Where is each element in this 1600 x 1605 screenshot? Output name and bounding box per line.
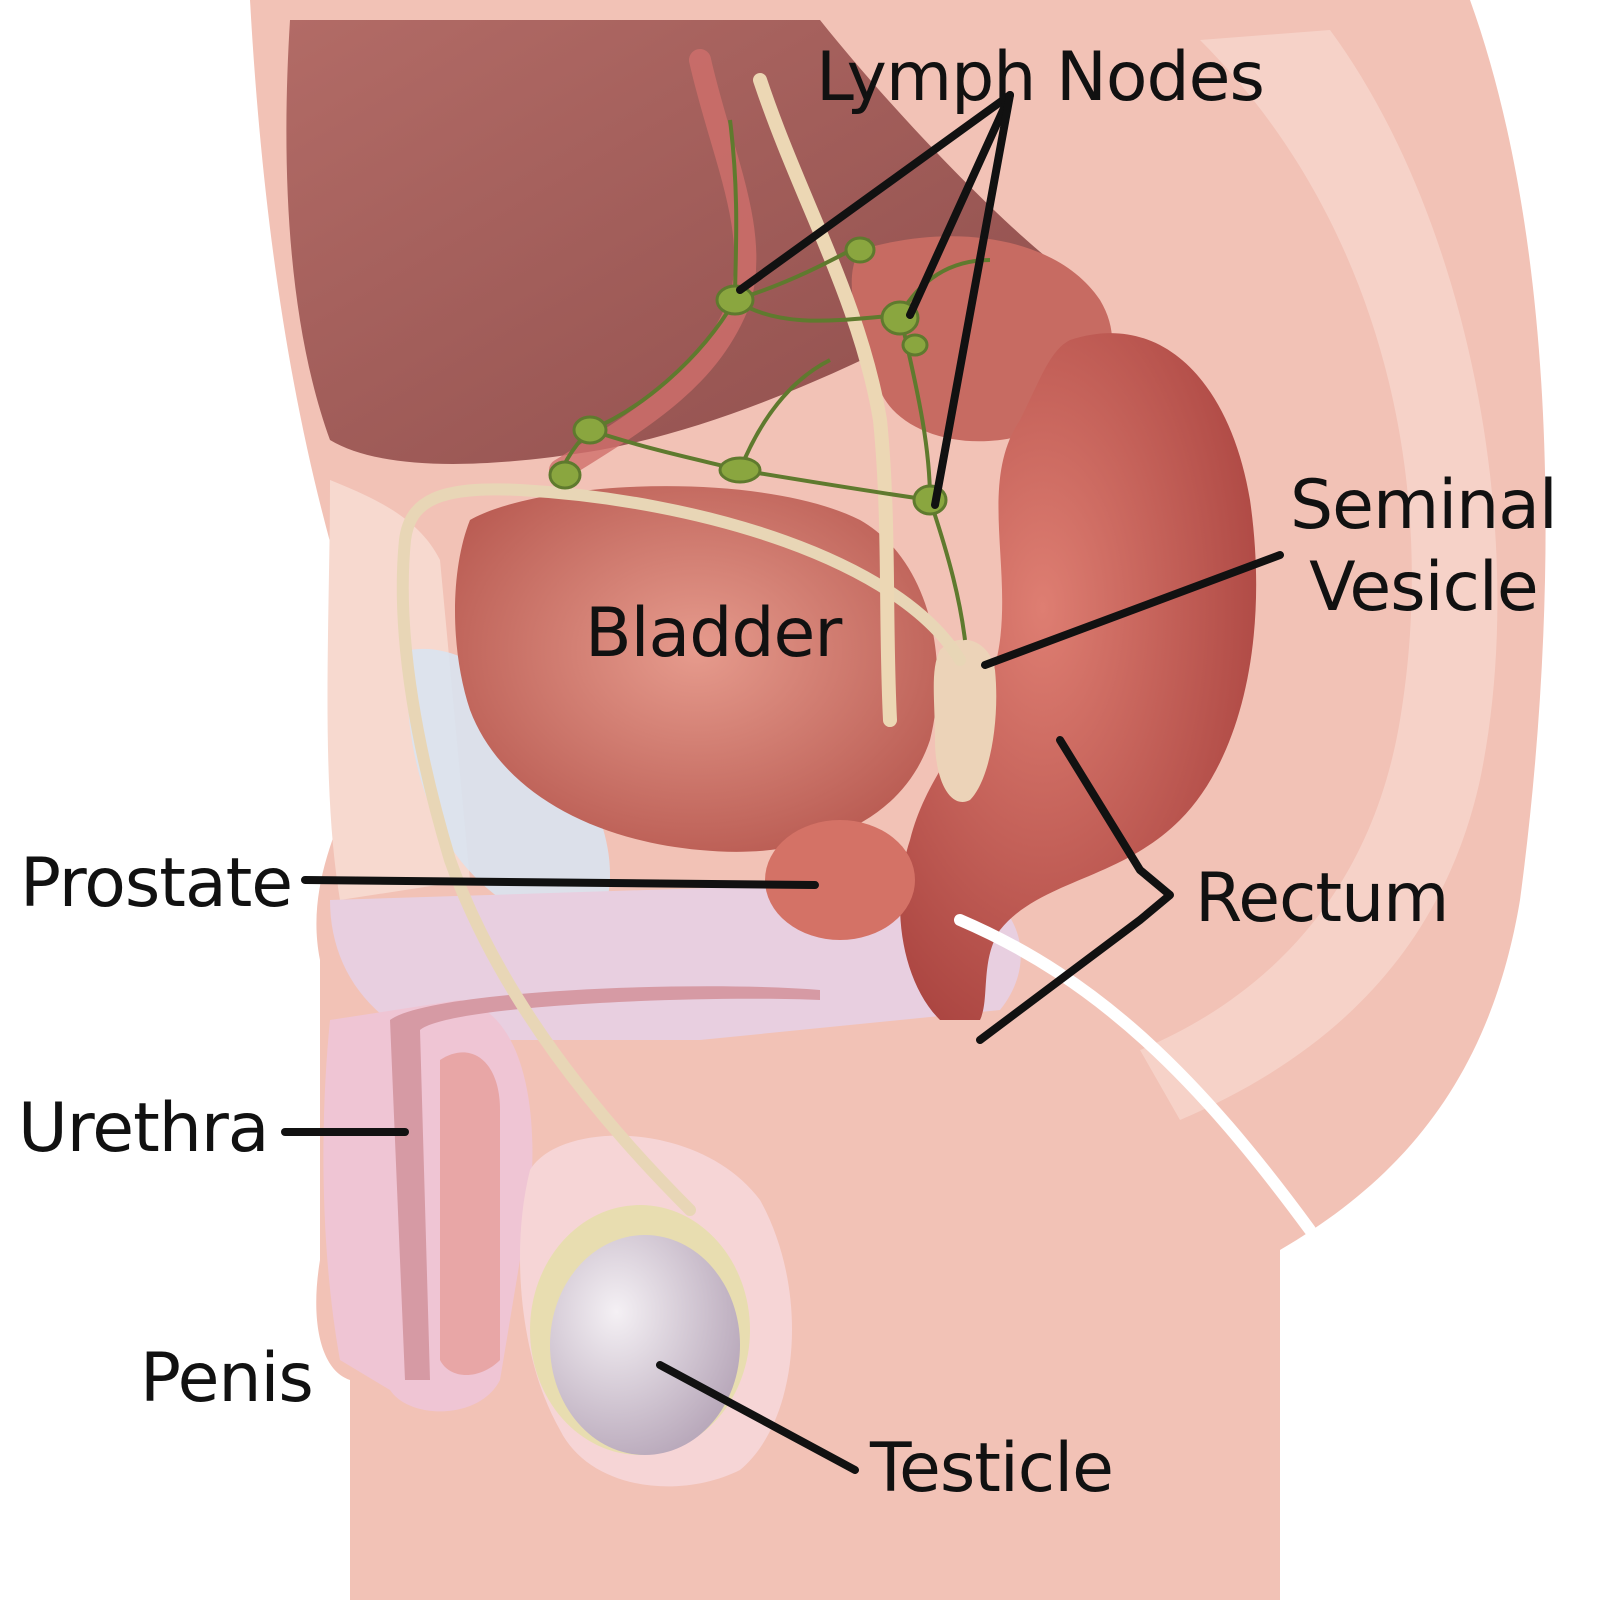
back-wall: [1140, 30, 1498, 1120]
seminal-vesicle-shape: [933, 639, 997, 802]
corpus: [440, 1052, 500, 1375]
testicle-shape: [550, 1235, 740, 1455]
urethra-label: Urethra: [18, 1089, 269, 1168]
seminal-vesicle-label: Seminal Vesicle: [1290, 465, 1558, 628]
leader-lymph-3: [931, 91, 1014, 509]
leader-lymph-2: [906, 91, 1014, 319]
testicle-label: Testicle: [870, 1429, 1114, 1508]
lymph-nodes-label: Lymph Nodes: [816, 38, 1265, 117]
leader-rectum: [976, 736, 1174, 1044]
penis-label: Penis: [140, 1339, 314, 1418]
ureter: [753, 73, 897, 727]
seminal-vesicle-label-line1: Seminal: [1290, 466, 1558, 545]
bladder-label: Bladder: [585, 594, 842, 673]
leader-lymph-1: [736, 91, 1014, 294]
leader-lines: [281, 91, 1284, 1474]
prostate-label: Prostate: [20, 844, 293, 923]
leader-testicle: [656, 1361, 859, 1474]
pubic-bone: [407, 648, 610, 927]
prostate-shape: [765, 820, 915, 940]
bladder-shape: [455, 486, 938, 852]
seminal-vesicle-label-line2: Vesicle: [1309, 547, 1539, 627]
leader-seminal-vesicle: [981, 551, 1284, 669]
rectum-shape: [900, 333, 1257, 1020]
rectum-label: Rectum: [1195, 859, 1449, 938]
perineal-line: [954, 914, 1316, 1236]
leader-prostate: [301, 876, 819, 889]
vas-deferens: [396, 483, 966, 1216]
